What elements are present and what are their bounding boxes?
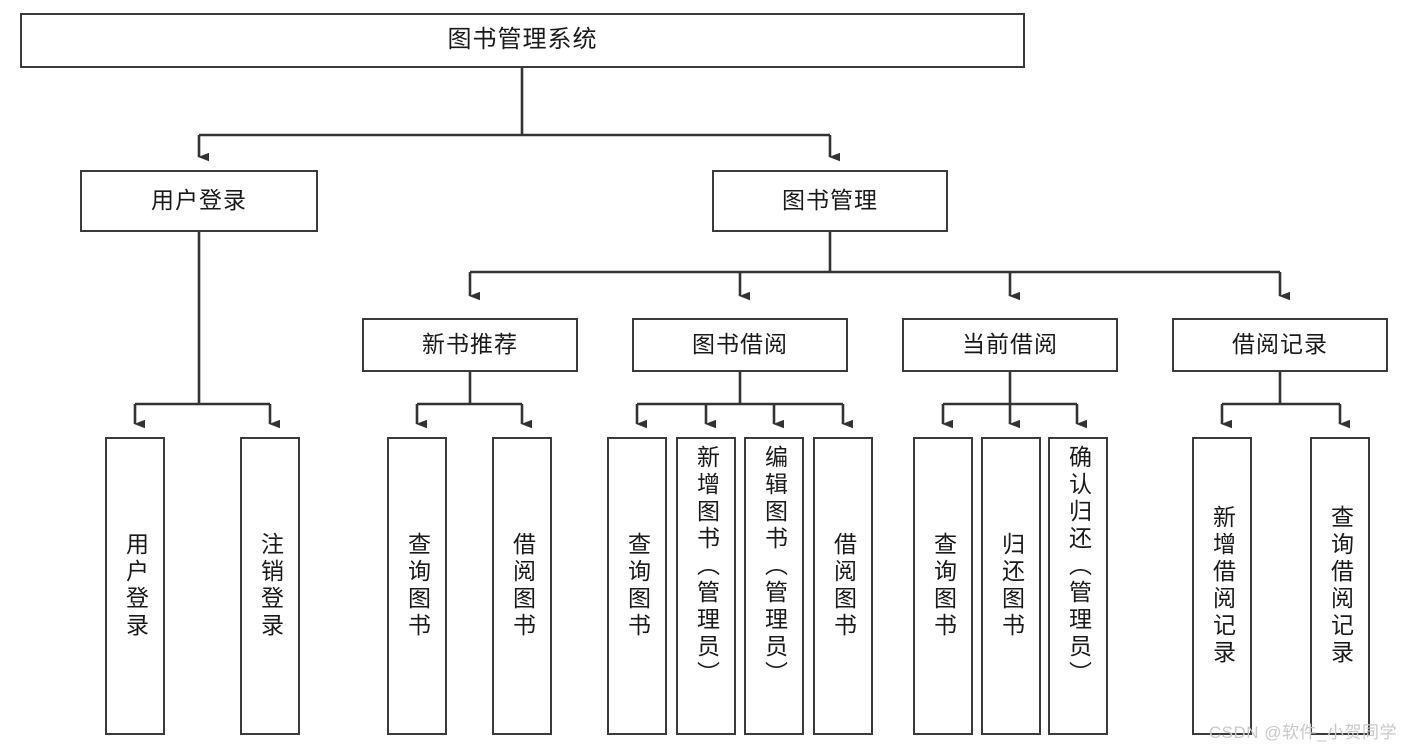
node-label: 借阅图书: [509, 532, 536, 640]
node-label: 查询借阅记录: [1327, 505, 1354, 667]
leaf-edit-book[interactable]: 编辑图书（管理员）: [744, 437, 804, 735]
node-new-book-rec[interactable]: 新书推荐: [362, 318, 578, 372]
node-book-borrow[interactable]: 图书借阅: [632, 318, 848, 372]
node-label: 借阅记录: [1232, 331, 1328, 358]
leaf-query-book-current[interactable]: 查询图书: [913, 437, 973, 735]
node-label: 图书管理系统: [447, 26, 598, 54]
node-current-borrow[interactable]: 当前借阅: [902, 318, 1118, 372]
leaf-add-borrow-record[interactable]: 新增借阅记录: [1192, 437, 1252, 735]
node-label: 用户登录: [151, 187, 247, 214]
leaf-borrow-book-new-rec[interactable]: 借阅图书: [492, 437, 552, 735]
node-label: 归还图书: [998, 532, 1025, 640]
node-label: 新增借阅记录: [1209, 505, 1236, 667]
node-label: 注销登录: [257, 532, 284, 640]
node-book-manage[interactable]: 图书管理: [712, 170, 948, 232]
leaf-borrow-book-borrow[interactable]: 借阅图书: [813, 437, 873, 735]
node-label: 新增图书（管理员）: [693, 445, 720, 688]
watermark: CSDN @软件_小贺同学: [1208, 723, 1397, 742]
node-label: 用户登录: [122, 532, 149, 640]
leaf-query-book-new-rec[interactable]: 查询图书: [387, 437, 447, 735]
node-label: 借阅图书: [830, 532, 857, 640]
leaf-query-book-borrow[interactable]: 查询图书: [607, 437, 667, 735]
node-borrow-record[interactable]: 借阅记录: [1172, 318, 1388, 372]
node-user-login[interactable]: 用户登录: [80, 170, 318, 232]
leaf-confirm-return[interactable]: 确认归还（管理员）: [1048, 437, 1108, 735]
node-label: 确认归还（管理员）: [1065, 445, 1092, 688]
leaf-logout-login[interactable]: 注销登录: [240, 437, 300, 735]
leaf-add-book[interactable]: 新增图书（管理员）: [676, 437, 736, 735]
node-label: 查询图书: [624, 532, 651, 640]
leaf-query-borrow-record[interactable]: 查询借阅记录: [1310, 437, 1370, 735]
node-label: 图书管理: [782, 187, 878, 214]
leaf-user-login[interactable]: 用户登录: [105, 437, 165, 735]
node-label: 查询图书: [404, 532, 431, 640]
leaf-return-book[interactable]: 归还图书: [981, 437, 1041, 735]
node-label: 查询图书: [930, 532, 957, 640]
node-label: 编辑图书（管理员）: [761, 445, 788, 688]
node-label: 图书借阅: [692, 331, 788, 358]
node-label: 新书推荐: [422, 331, 518, 358]
node-label: 当前借阅: [962, 331, 1058, 358]
node-root-system[interactable]: 图书管理系统: [20, 13, 1025, 68]
